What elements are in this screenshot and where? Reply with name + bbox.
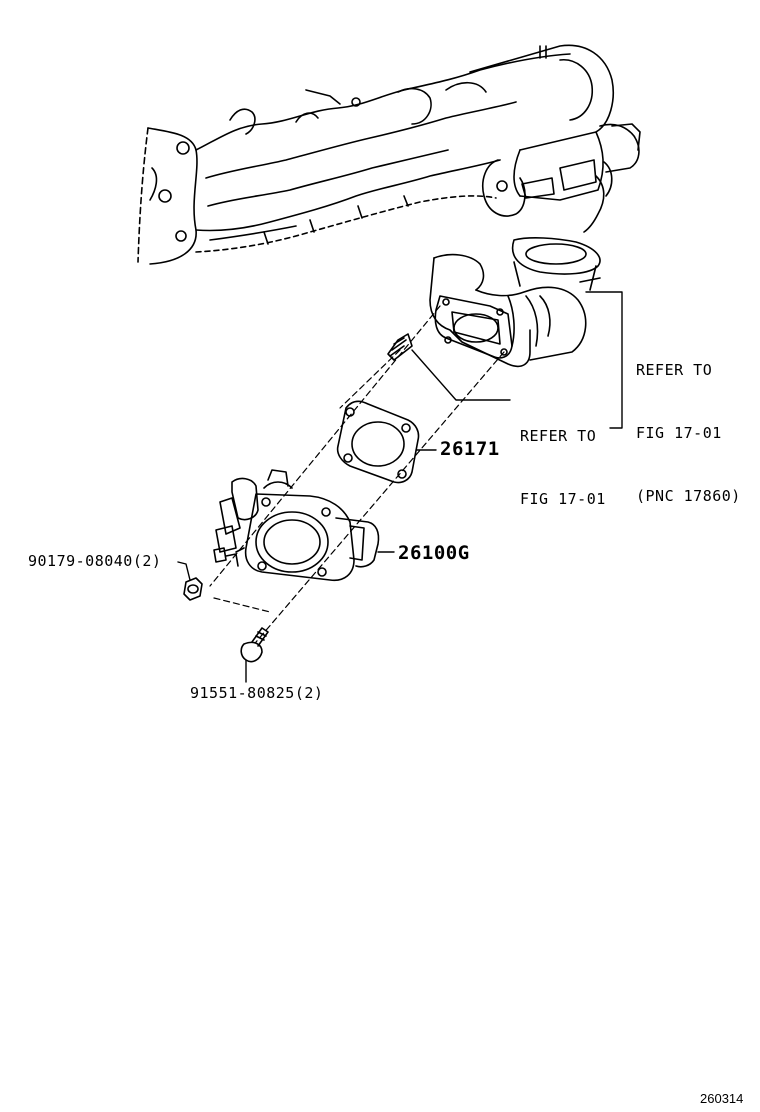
air-inlet-elbow-drawing bbox=[429, 237, 601, 368]
refer-upper-callout: REFER TO FIG 17-01 (PNC 17860) bbox=[636, 318, 741, 549]
alignment-lines bbox=[209, 305, 505, 643]
stud-drawing bbox=[387, 333, 413, 361]
refer-lower-line-2: FIG 17-01 bbox=[520, 490, 606, 508]
leader-lines bbox=[177, 291, 623, 683]
bolt-part-number[interactable]: 91551-80825(2) bbox=[190, 684, 324, 702]
nut-part-number[interactable]: 90179-08040(2) bbox=[28, 552, 162, 570]
refer-lower-line-1: REFER TO bbox=[520, 427, 597, 445]
refer-upper-line-1: REFER TO bbox=[636, 361, 713, 379]
nut-drawing bbox=[183, 577, 203, 601]
intake-manifold-drawing bbox=[137, 44, 641, 265]
refer-upper-line-3: (PNC 17860) bbox=[636, 487, 741, 505]
throttle-body-part-number[interactable]: 26100G bbox=[398, 542, 470, 564]
throttle-body-drawing bbox=[213, 469, 380, 582]
gasket-part-number[interactable]: 26171 bbox=[440, 438, 500, 460]
refer-upper-line-2: FIG 17-01 bbox=[636, 424, 722, 442]
figure-id: 260314 bbox=[700, 1091, 744, 1106]
refer-lower-callout: REFER TO FIG 17-01 bbox=[520, 384, 606, 552]
gasket-drawing bbox=[336, 400, 420, 484]
